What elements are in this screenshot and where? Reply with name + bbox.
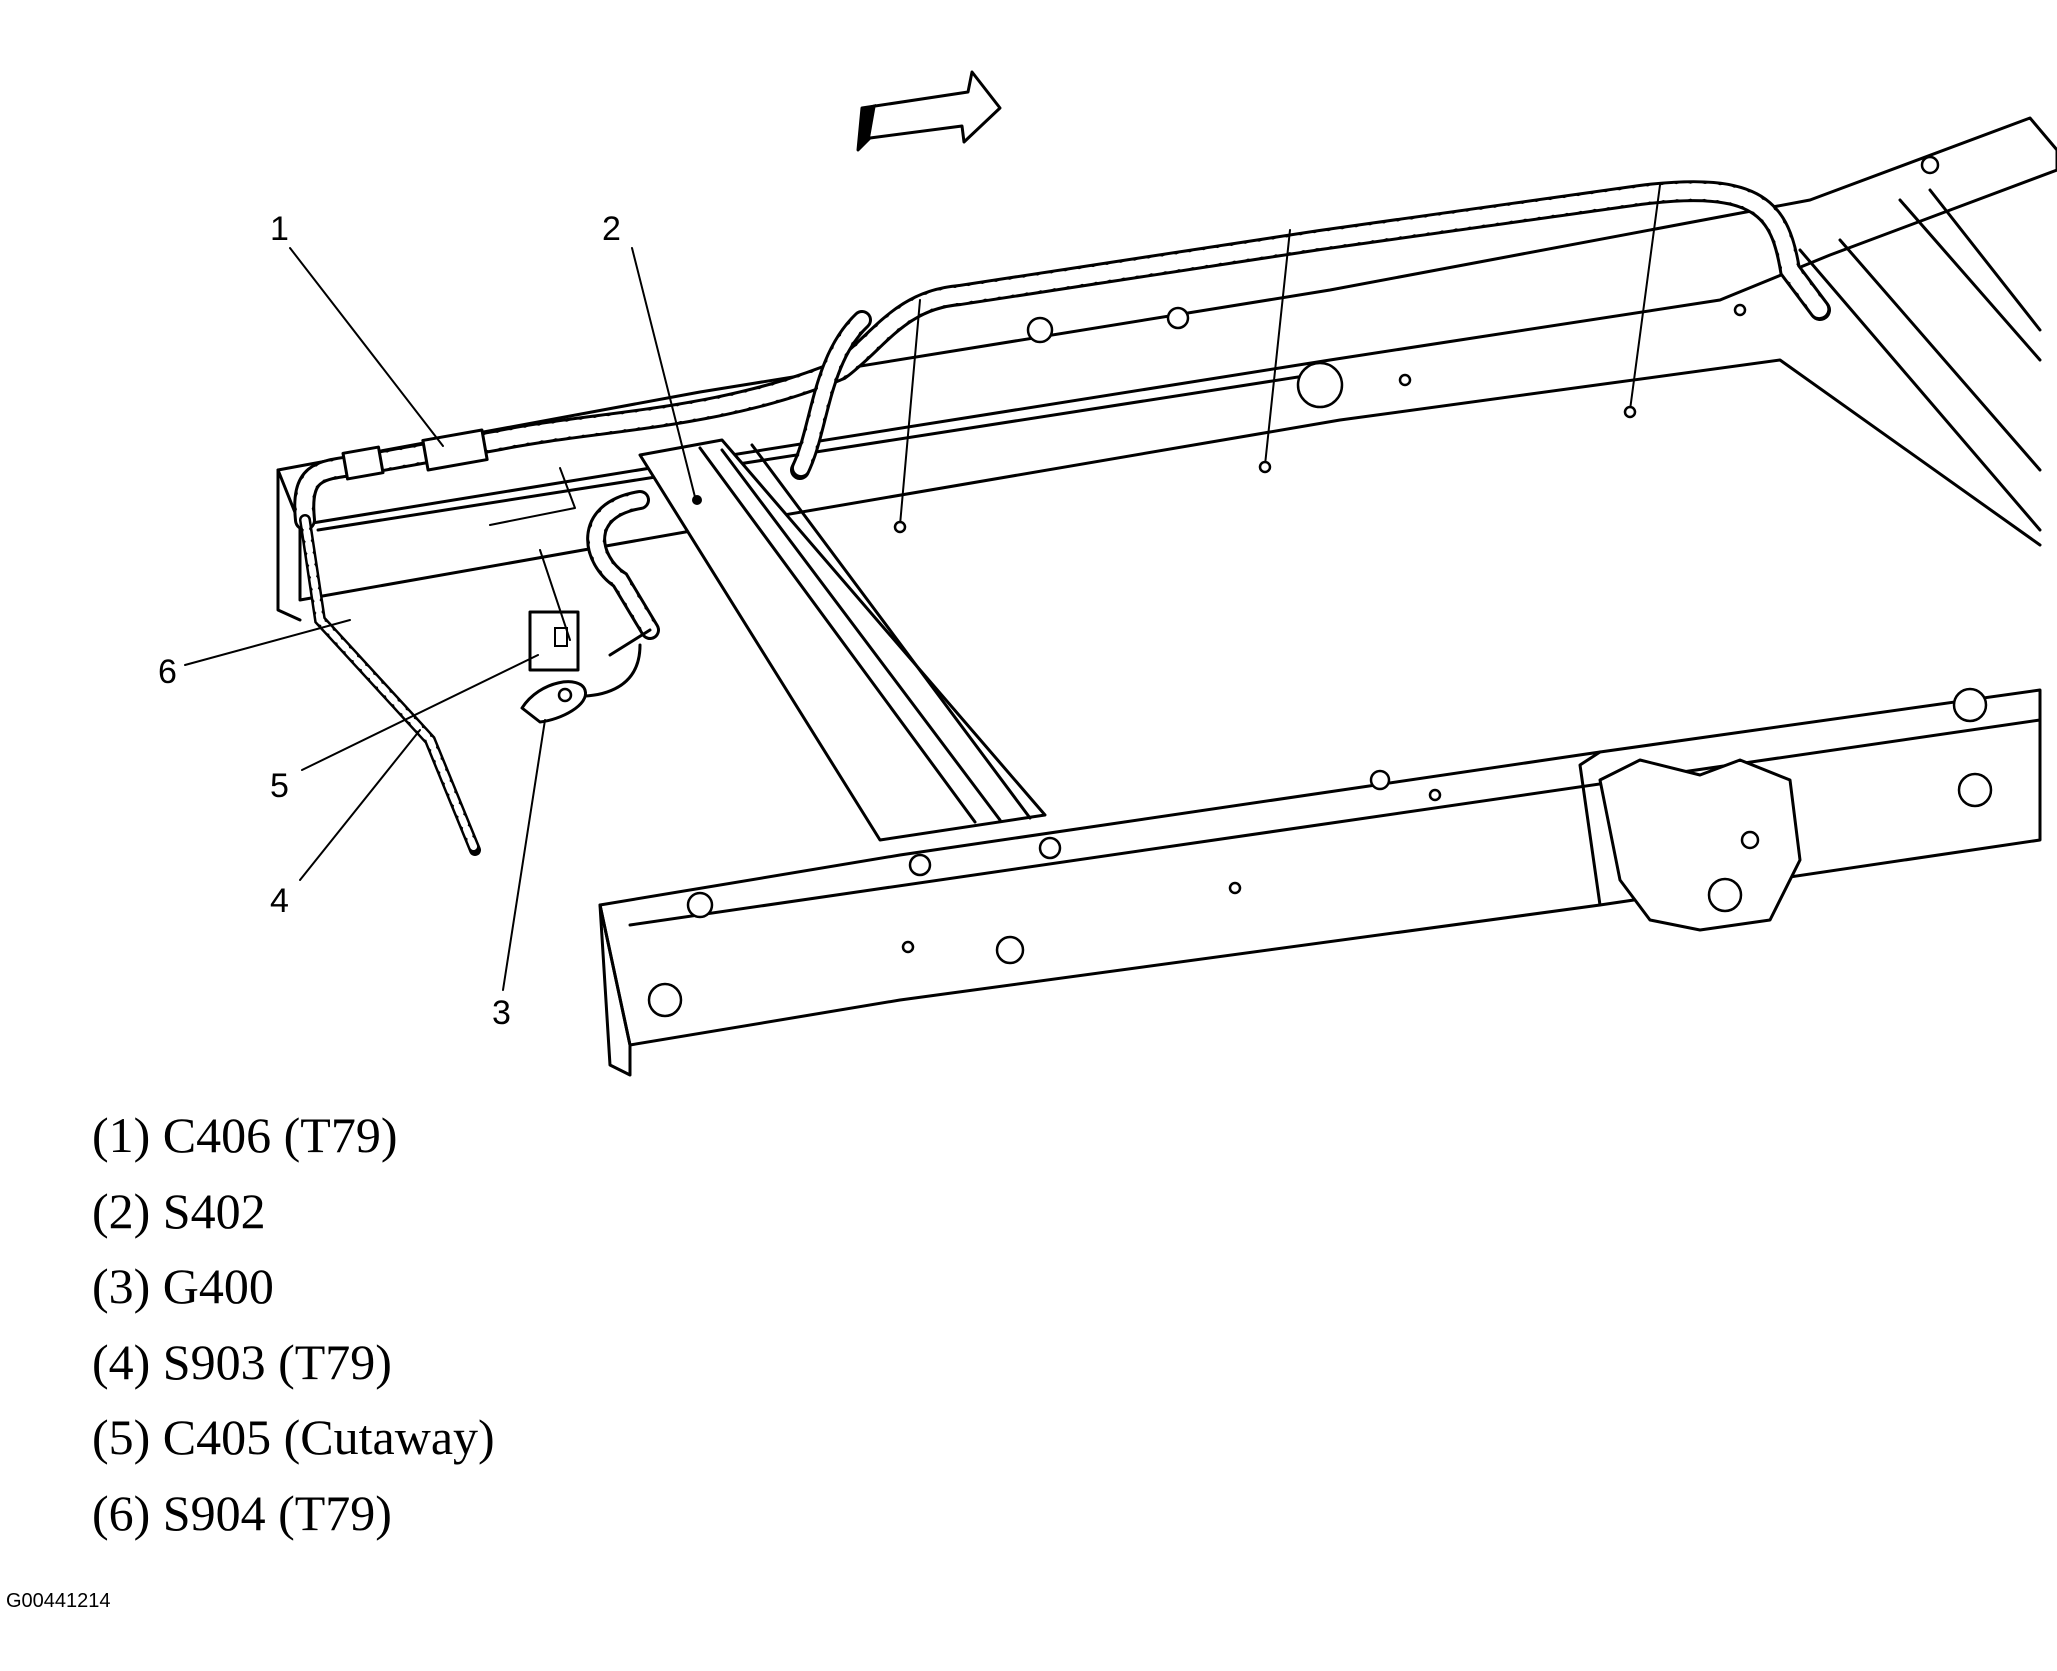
far-frame-rail	[276, 116, 2057, 622]
figure-id: G00441214	[6, 1590, 111, 1612]
ground-g400	[520, 680, 587, 724]
callout-4: 4	[270, 882, 289, 920]
legend-item-c406: (1) C406 (T79)	[92, 1107, 398, 1163]
splice-locator	[489, 467, 702, 641]
connector-c405	[528, 610, 580, 672]
frame-holes	[647, 155, 1993, 1018]
near-frame-rail	[598, 688, 2042, 1077]
front-direction-arrow-icon	[856, 70, 1002, 152]
legend-item-s903: (4) S903 (T79)	[92, 1333, 392, 1390]
crossmember	[638, 438, 1047, 842]
callout-6: 6	[158, 653, 177, 691]
component-legend: (1) C406 (T79) (2) S402 (3) G400 (4) S90…	[92, 1098, 495, 1551]
callout-3: 3	[492, 994, 511, 1032]
legend-item-c405: (5) C405 (Cutaway)	[92, 1409, 495, 1465]
frame-wiring-diagram: 1 2 3 4 5 6	[158, 70, 2057, 1077]
callout-1: 1	[270, 210, 289, 248]
legend-item-s904: (6) S904 (T79)	[92, 1484, 392, 1541]
legend-item-s402: (2) S402	[92, 1182, 266, 1239]
callout-5: 5	[270, 767, 289, 805]
legend-item-g400: (3) G400	[92, 1258, 274, 1314]
harness-retainers	[893, 184, 1661, 534]
callout-2: 2	[602, 210, 621, 248]
rear-crossmember	[1798, 188, 2042, 532]
callout-leaders	[184, 247, 696, 991]
